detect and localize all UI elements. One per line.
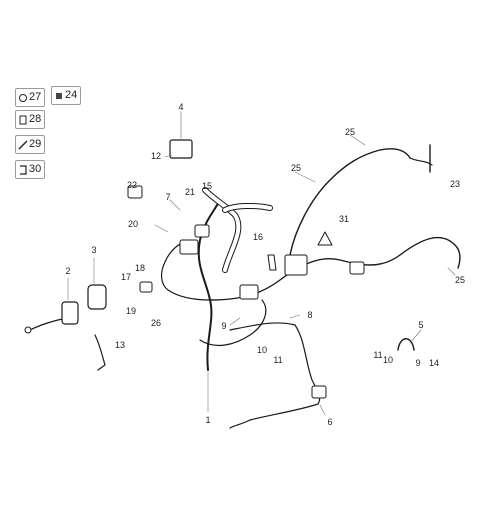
callout-19: 19	[125, 306, 137, 316]
part-6-connector	[311, 385, 327, 399]
callout-21: 21	[184, 187, 196, 197]
part-5-bracket	[397, 338, 415, 351]
part-31-bracket	[317, 231, 333, 246]
callout-8: 8	[307, 310, 313, 320]
callout-10: 10	[382, 355, 394, 365]
callout-17: 17	[120, 272, 132, 282]
ring-icon	[18, 91, 28, 103]
harness-branch-right	[409, 157, 433, 166]
legend-item-24: 24	[51, 86, 81, 105]
callout-25: 25	[344, 127, 356, 137]
bracket-icon	[18, 163, 28, 175]
part-3-body	[87, 284, 107, 310]
harness-branch-left	[161, 239, 211, 301]
callout-7: 7	[165, 192, 171, 202]
clamp-icon	[18, 113, 28, 125]
callout-25: 25	[290, 163, 302, 173]
part-13	[94, 334, 106, 371]
callout-9: 9	[221, 321, 227, 331]
callout-11: 11	[273, 355, 283, 365]
harness-branch-upper	[289, 148, 411, 256]
callout-15: 15	[201, 181, 213, 191]
callout-4: 4	[178, 102, 184, 112]
callout-20: 20	[127, 219, 139, 229]
callout-31: 31	[338, 214, 350, 224]
clip-icon	[54, 89, 64, 101]
legend-label: 24	[65, 89, 78, 101]
legend-item-29: 29	[15, 135, 45, 154]
callout-23: 23	[449, 179, 461, 189]
legend-label: 27	[29, 91, 42, 103]
callout-6: 6	[327, 417, 333, 427]
legend-item-27: 27	[15, 88, 45, 107]
legend-item-30: 30	[15, 160, 45, 179]
callout-14: 14	[428, 358, 440, 368]
part-4-relay	[169, 139, 193, 159]
legend-label: 30	[29, 163, 42, 175]
callout-25: 25	[454, 275, 466, 285]
tube-15-inner	[203, 188, 241, 272]
legend-label: 28	[29, 113, 42, 125]
legend-label: 29	[29, 138, 42, 150]
callout-2: 2	[65, 266, 71, 276]
callout-3: 3	[91, 245, 97, 255]
callout-18: 18	[134, 263, 146, 273]
tie-icon	[18, 138, 28, 150]
harness-branch-lower	[229, 322, 321, 421]
main-harness	[197, 199, 221, 371]
callout-22: 22	[126, 180, 138, 190]
callout-5: 5	[418, 320, 424, 330]
legend-item-28: 28	[15, 110, 45, 129]
part-16	[267, 254, 277, 271]
harness-branch-center	[209, 236, 461, 301]
callout-16: 16	[252, 232, 264, 242]
part-2-body	[61, 301, 79, 325]
harness-loop	[199, 299, 267, 347]
part-6-cable	[229, 419, 251, 429]
callout-10: 10	[256, 345, 268, 355]
tube-top-inner	[223, 203, 272, 212]
callout-11: 11	[373, 350, 383, 360]
callout-13: 13	[114, 340, 126, 350]
callout-26: 26	[150, 318, 162, 328]
callout-1: 1	[205, 415, 211, 425]
callout-9: 9	[415, 358, 421, 368]
callout-12: 12	[150, 151, 162, 161]
part-2-end	[24, 326, 32, 334]
